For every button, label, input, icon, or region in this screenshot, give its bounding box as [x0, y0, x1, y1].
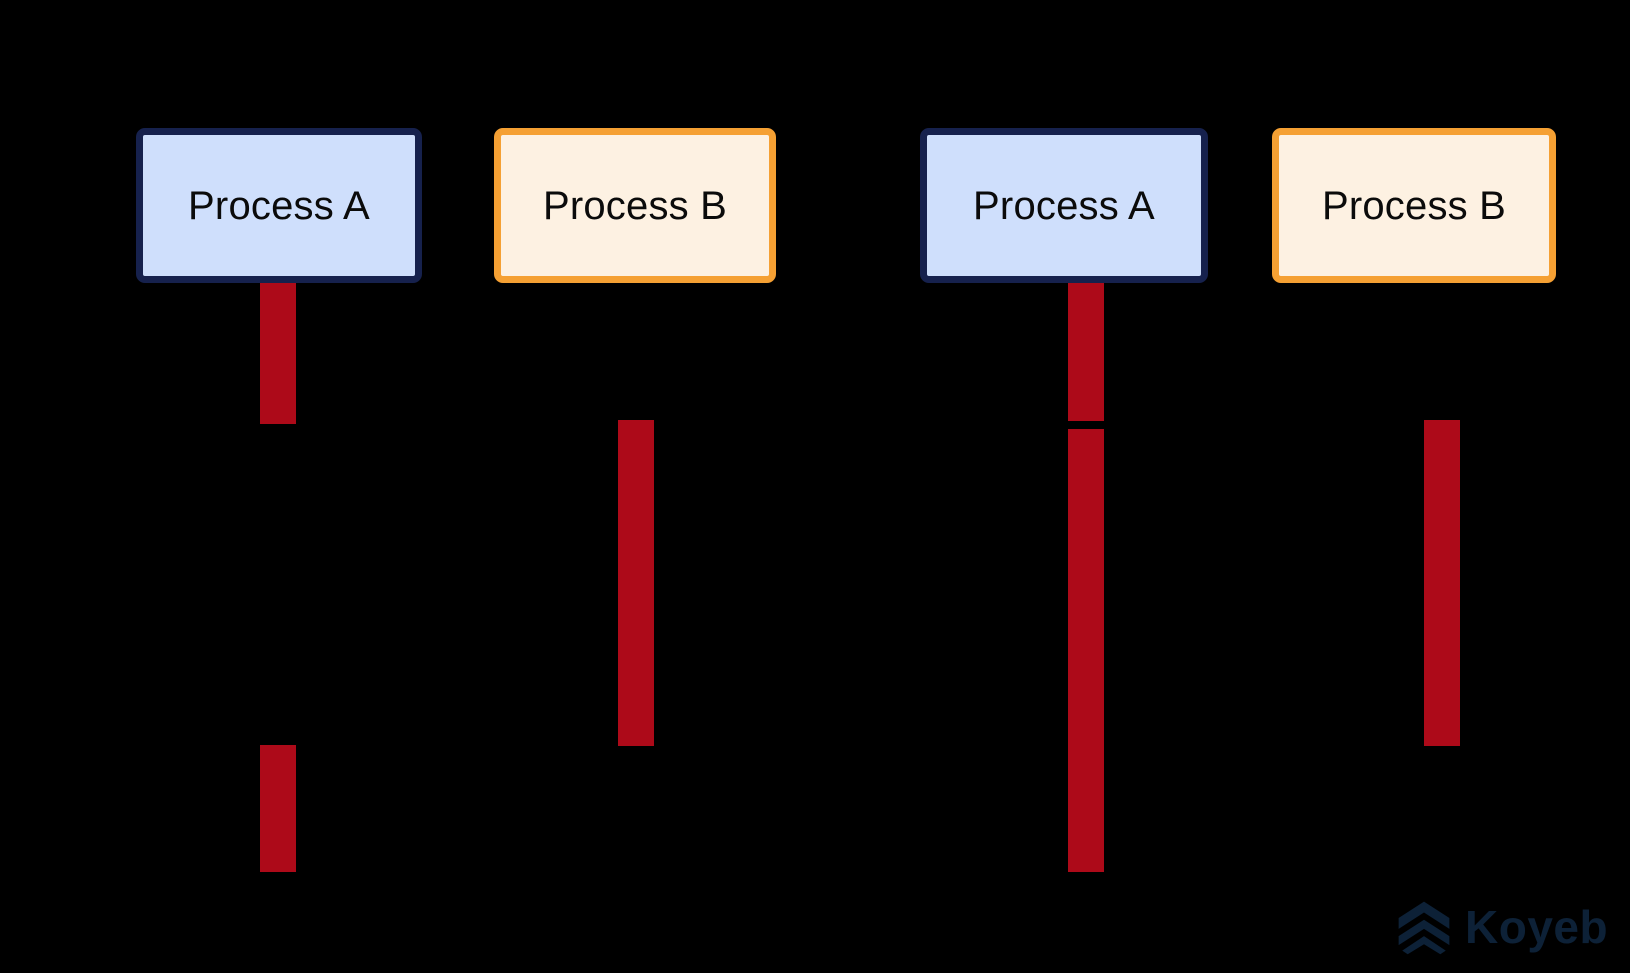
koyeb-wordmark: Koyeb: [1465, 901, 1609, 953]
activation-bar-left-process-a-1: [260, 283, 296, 424]
participant-label: Process B: [542, 183, 728, 228]
participant-box-right-process-a[interactable]: Process A: [920, 128, 1208, 283]
participant-box-left-process-b[interactable]: Process B: [494, 128, 776, 283]
activation-bar-right-process-a-1: [1068, 283, 1104, 872]
activation-bar-right-process-a-separator: [1068, 421, 1104, 429]
activation-bar-left-process-a-2: [260, 745, 296, 872]
participant-label: Process B: [1321, 183, 1507, 228]
koyeb-chevron-icon: [1395, 898, 1453, 956]
participant-box-right-process-b[interactable]: Process B: [1272, 128, 1556, 283]
activation-bar-left-process-b-1: [618, 420, 654, 746]
participant-label: Process A: [973, 183, 1155, 228]
participant-box-left-process-a[interactable]: Process A: [136, 128, 422, 283]
koyeb-logo: Koyeb: [1395, 898, 1608, 956]
participant-label: Process A: [188, 183, 370, 228]
activation-bar-right-process-b-1: [1424, 420, 1460, 746]
